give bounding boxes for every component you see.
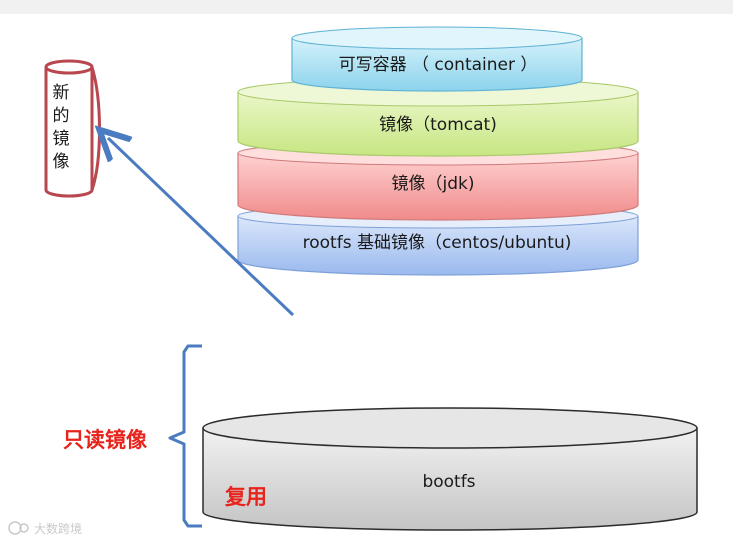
- new-image-char-3: 镜: [53, 129, 70, 149]
- jdk-label: 镜像（jdk): [392, 174, 475, 194]
- watermark: 大数跨境: [8, 521, 82, 536]
- readonly-brace: [168, 344, 202, 528]
- bootfs-label: bootfs: [422, 472, 475, 492]
- new-image-char-4: 像: [53, 152, 70, 172]
- new-image-char-1: 新: [53, 83, 70, 103]
- top-band: [0, 0, 733, 14]
- readonly-image-label: 只读镜像: [63, 428, 148, 452]
- rootfs-label: rootfs 基础镜像（centos/ubuntu): [303, 233, 572, 253]
- bootfs-cylinder: bootfs: [202, 407, 698, 531]
- reuse-label: 复用: [224, 485, 267, 509]
- container-label: 可写容器 （ container ）: [339, 55, 538, 75]
- layer-container: 可写容器 （ container ）: [291, 26, 583, 92]
- watermark-text: 大数跨境: [34, 521, 82, 536]
- new-image-char-2: 的: [53, 106, 70, 126]
- tomcat-label: 镜像（tomcat): [379, 115, 497, 135]
- commit-arrow: [108, 138, 295, 317]
- new-image-cylinder: 新 的 镜 像: [44, 59, 101, 198]
- watermark-logo-icon: [8, 521, 29, 535]
